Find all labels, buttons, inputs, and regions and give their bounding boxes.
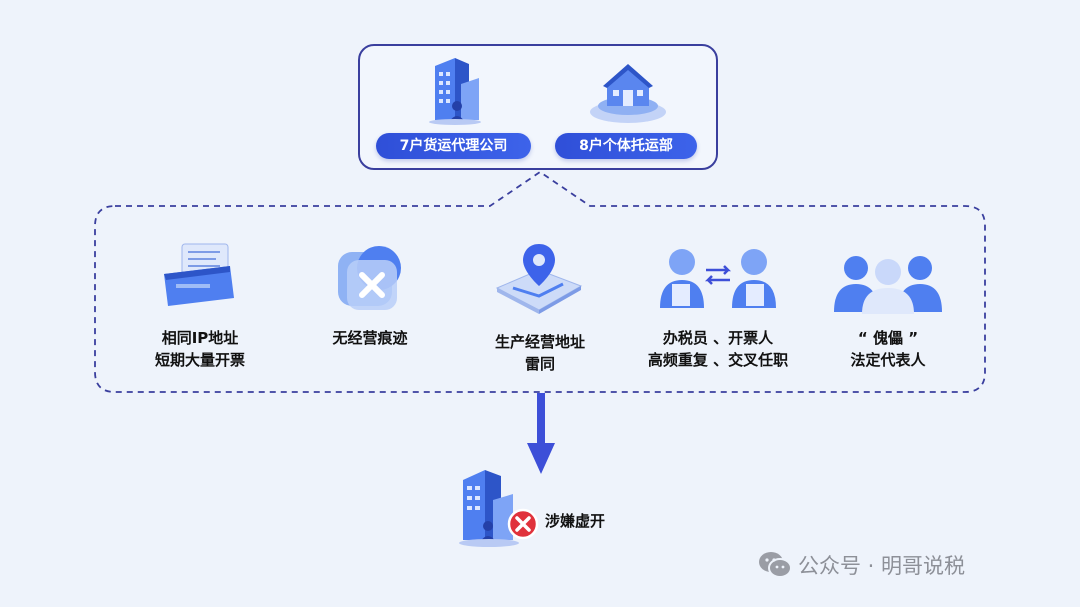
location-map-icon xyxy=(495,244,583,314)
group-people-icon xyxy=(834,256,942,314)
danger-x-icon xyxy=(515,516,531,532)
suspected-false-invoice-label: 涉嫌虚开 xyxy=(545,512,606,530)
feature-label-4: 办税员 、开票人高频重复 、交叉任职 xyxy=(647,329,789,369)
watermark: 公众号 · 明哥说税 xyxy=(758,550,965,580)
invoice-printer-icon xyxy=(164,243,234,306)
watermark-text: 公众号 · 明哥说税 xyxy=(798,554,966,578)
consignment-dept-pill: 8户个体托运部 xyxy=(555,133,697,159)
freight-agency-pill: 7户货运代理公司 xyxy=(376,133,531,159)
dashed-group-border xyxy=(94,170,986,393)
house-platform-icon xyxy=(590,64,666,123)
feature-label-2: 无经营痕迹 xyxy=(332,329,408,347)
feature-label-1: 相同IP地址短期大量开票 xyxy=(154,329,245,369)
suspect-company-icon xyxy=(459,470,539,547)
office-building-icon xyxy=(429,58,481,125)
arrow-head xyxy=(527,443,555,474)
wechat-icon xyxy=(759,552,792,578)
feature-label-3: 生产经营地址雷同 xyxy=(494,333,585,373)
x-mark-icon xyxy=(338,246,401,310)
arrow-shaft xyxy=(537,393,545,443)
people-swap-icon xyxy=(660,249,776,308)
feature-label-5: “ 傀儡 ”法定代表人 xyxy=(850,329,926,369)
